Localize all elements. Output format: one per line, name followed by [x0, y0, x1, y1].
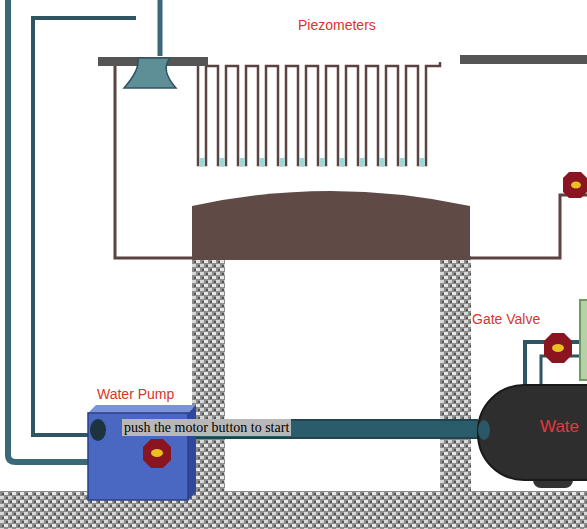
title-label: Piezometers — [298, 17, 376, 33]
top-bar — [460, 55, 587, 64]
motor-button — [143, 439, 171, 468]
valve-pipe — [525, 342, 587, 390]
funnel — [124, 58, 176, 88]
pump-top — [88, 405, 196, 413]
feed-pipe — [158, 0, 163, 56]
tank-outlet — [478, 420, 490, 440]
platform — [192, 191, 470, 260]
water-levels — [199, 158, 425, 166]
valve-handle — [571, 182, 581, 189]
valve — [563, 172, 587, 198]
tank-label: Wate — [540, 417, 579, 437]
status-message: push the motor button to start — [122, 419, 291, 436]
button-light — [151, 449, 163, 457]
pump-inlet — [90, 419, 106, 441]
feed-pipe — [33, 18, 136, 435]
feed-pipe — [8, 0, 90, 462]
piezometer-tubes — [198, 62, 440, 165]
tank-shell — [478, 385, 587, 480]
part-heading: Water Pump — [97, 386, 174, 402]
pillar — [192, 256, 225, 492]
gate-valve-symbol — [544, 333, 572, 363]
tank-body: Wate — [478, 385, 587, 480]
tank-gauge — [580, 300, 587, 380]
valve-handle — [552, 344, 564, 352]
pillar — [440, 256, 471, 492]
part-label: Gate Valve — [472, 311, 540, 327]
